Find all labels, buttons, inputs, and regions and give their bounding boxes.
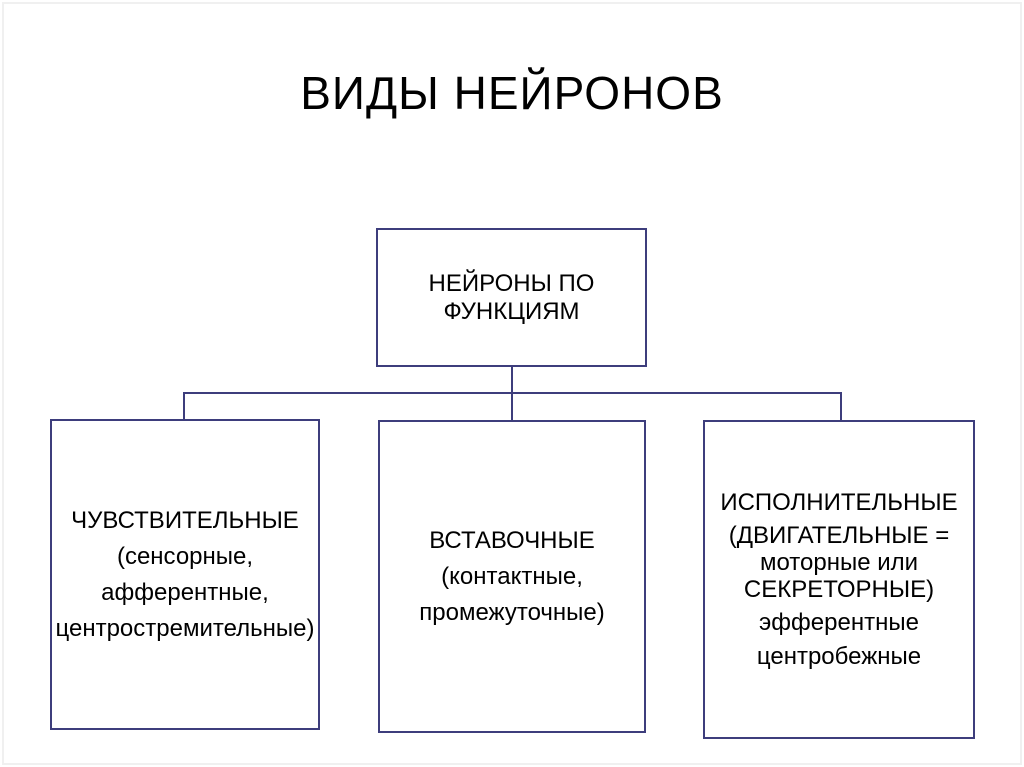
box-line: ВСТАВОЧНЫЕ xyxy=(429,526,595,554)
root-box-line: ФУНКЦИЯМ xyxy=(443,297,580,325)
box-line: (контактные, xyxy=(441,562,583,590)
child-box-interneurons: ВСТАВОЧНЫЕ (контактные, промежуточные) xyxy=(378,420,646,733)
root-box-line: НЕЙРОНЫ ПО xyxy=(428,269,595,297)
connector-drop-middle xyxy=(511,392,513,421)
box-line: ЧУВСТВИТЕЛЬНЫЕ xyxy=(71,506,299,534)
box-line: СЕКРЕТОРНЫЕ) xyxy=(743,576,935,603)
box-line: центробежные xyxy=(756,643,922,670)
connector-drop-left xyxy=(183,392,185,420)
box-line: эфферентные xyxy=(759,609,919,636)
child-box-executive-neurons: ИСПОЛНИТЕЛЬНЫЕ (ДВИГАТЕЛЬНЫЕ = моторные … xyxy=(703,420,975,739)
box-line: промежуточные) xyxy=(419,598,605,626)
box-line: центростремительные) xyxy=(55,614,315,642)
connector-root-stub xyxy=(511,366,513,393)
box-line: (ДВИГАТЕЛЬНЫЕ = xyxy=(728,522,950,549)
child-box-sensory-neurons: ЧУВСТВИТЕЛЬНЫЕ (сенсорные, афферентные, … xyxy=(50,419,320,730)
slide-title: ВИДЫ НЕЙРОНОВ xyxy=(300,67,724,119)
box-line: ИСПОЛНИТЕЛЬНЫЕ xyxy=(720,489,958,516)
box-line: (сенсорные, xyxy=(116,542,254,570)
box-line: моторные или xyxy=(759,549,919,576)
box-line: афферентные, xyxy=(101,578,269,606)
connector-drop-right xyxy=(840,392,842,421)
root-box-neurons-by-function: НЕЙРОНЫ ПО ФУНКЦИЯМ xyxy=(376,228,647,367)
